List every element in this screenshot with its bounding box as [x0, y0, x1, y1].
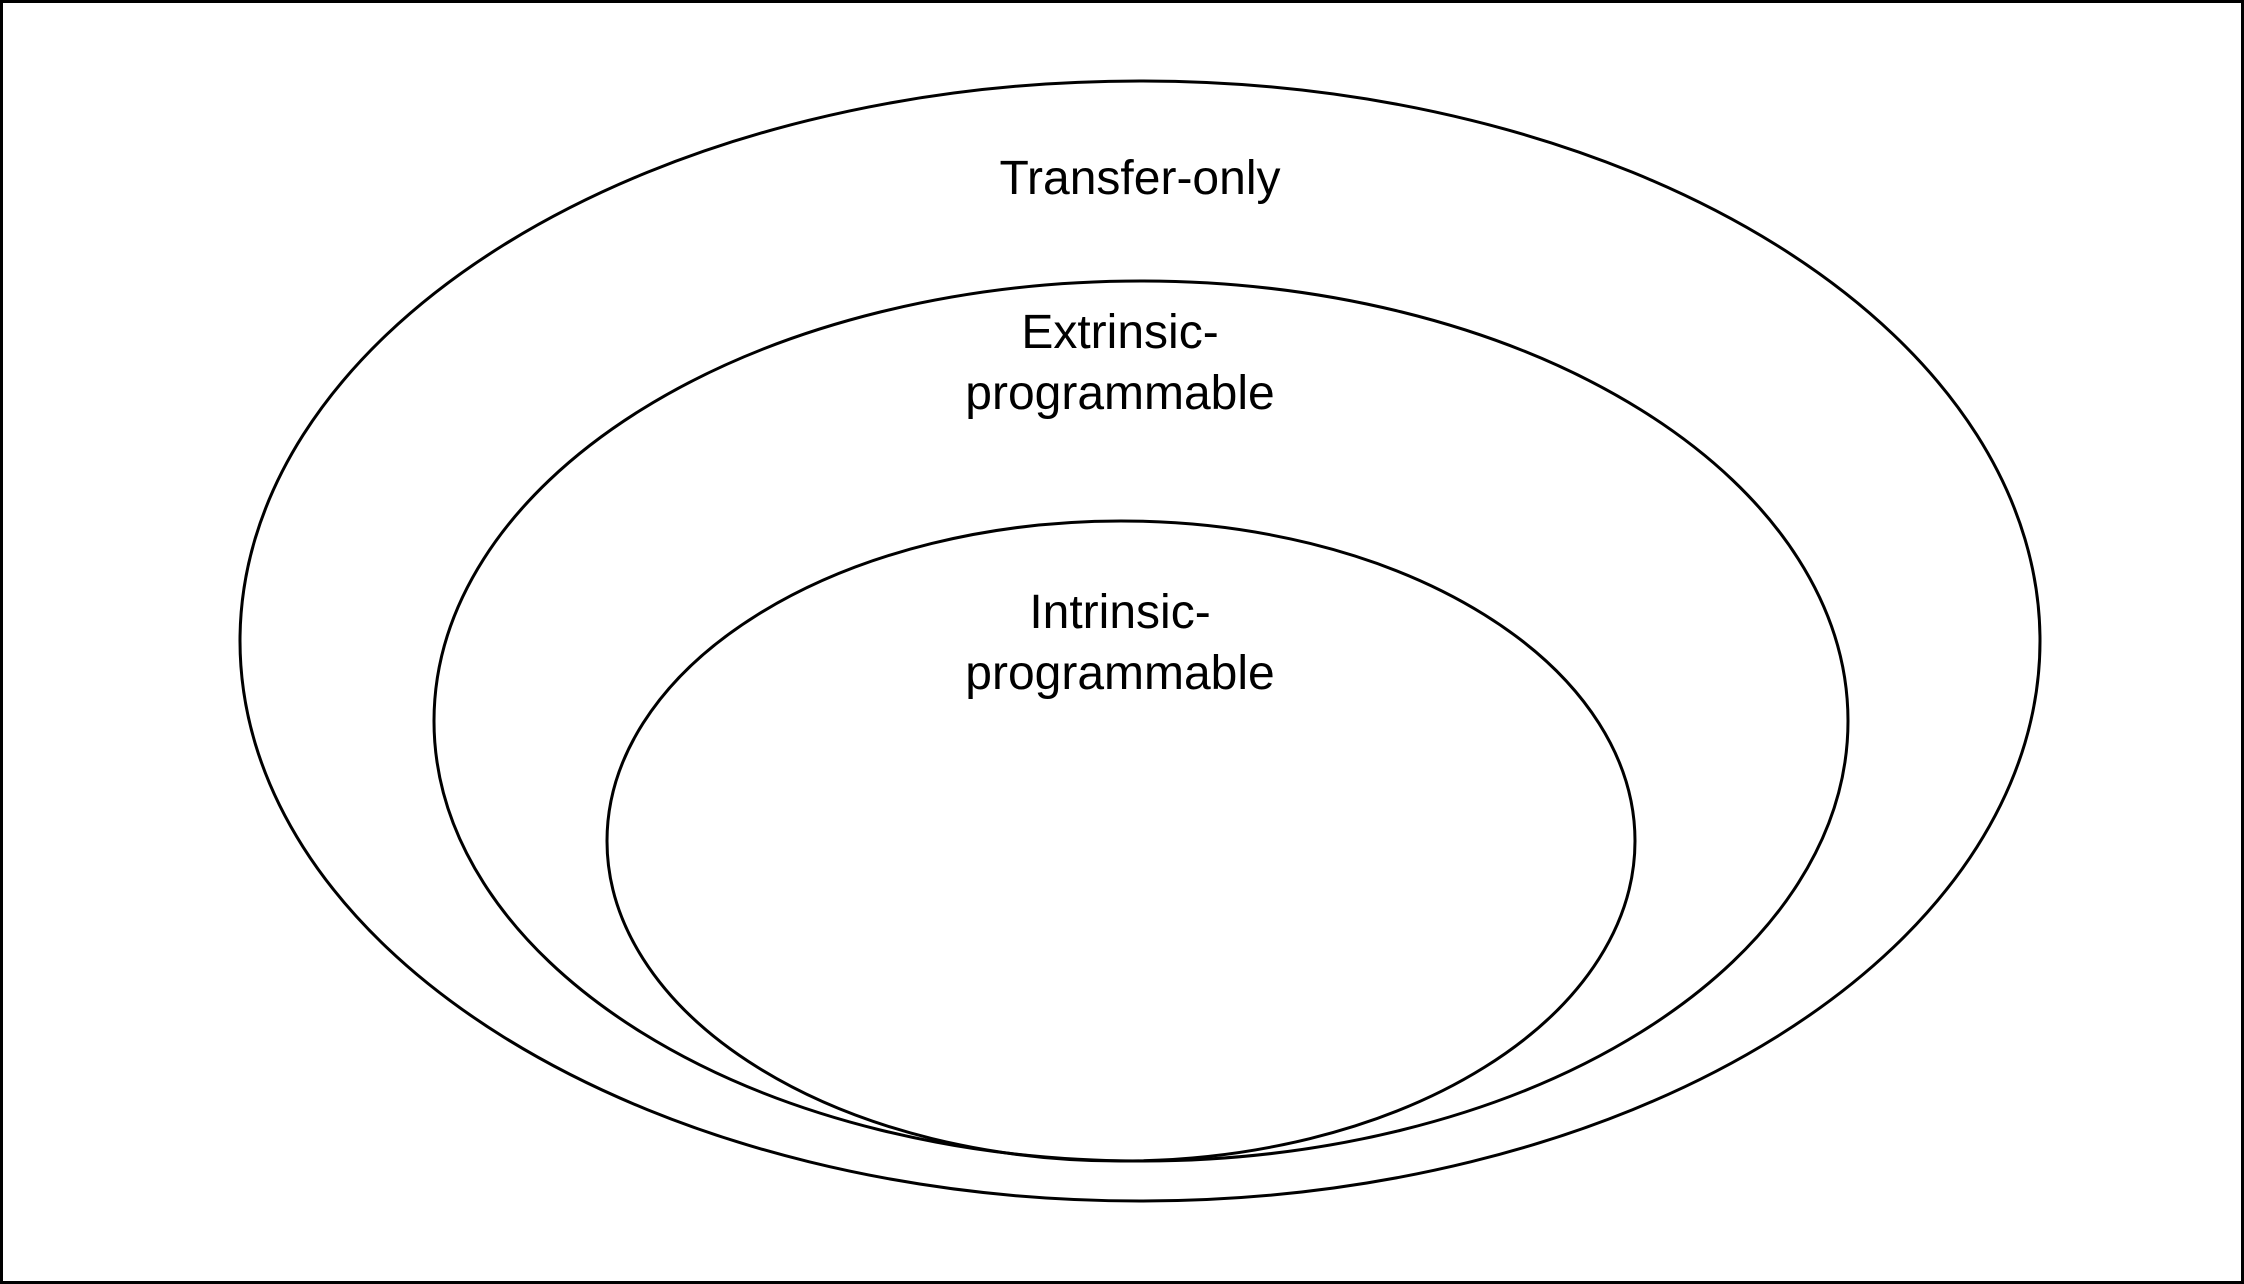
transfer-only-label: Transfer-only: [940, 148, 1340, 209]
transfer-only-ellipse: [238, 79, 2042, 1203]
intrinsic-programmable-label-line-1: Intrinsic-: [1029, 586, 1211, 639]
extrinsic-programmable-label-line-2: programmable: [965, 367, 1275, 420]
transfer-only-label-line-1: Transfer-only: [999, 152, 1281, 205]
intrinsic-programmable-label-line-2: programmable: [965, 647, 1275, 700]
intrinsic-programmable-ellipse: [605, 519, 1637, 1163]
extrinsic-programmable-label-line-1: Extrinsic-: [1021, 306, 1219, 359]
intrinsic-programmable-label: Intrinsic- programmable: [920, 582, 1320, 704]
extrinsic-programmable-label: Extrinsic- programmable: [920, 302, 1320, 424]
